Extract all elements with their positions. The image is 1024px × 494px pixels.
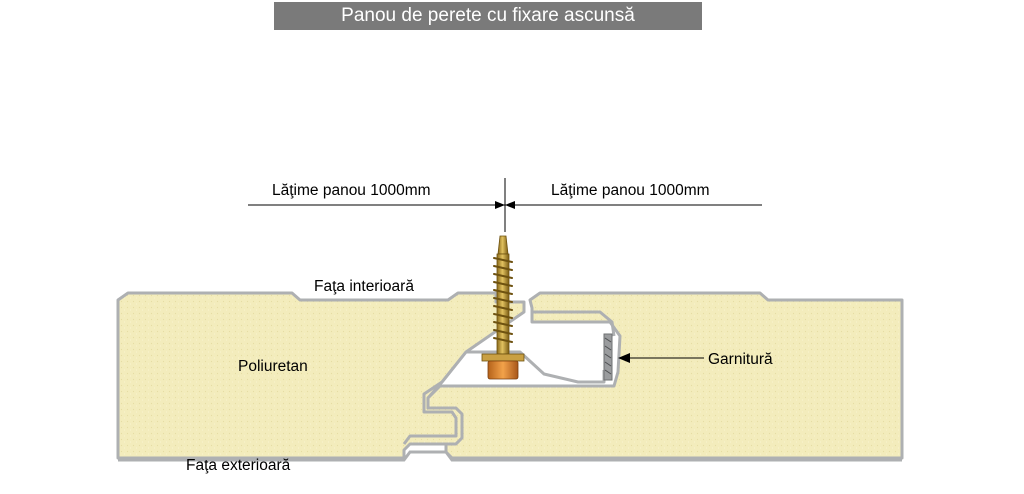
gasket-label: Garnitură [708, 351, 773, 368]
diagram-title: Panou de perete cu fixare ascunsă [274, 2, 702, 30]
screw-washer [481, 353, 525, 362]
gasket-leader-arrow [618, 353, 630, 363]
screw-drill-tip [497, 235, 509, 255]
outer-face-sheet [118, 450, 902, 462]
dimension-label-right: Lăţime panou 1000mm [551, 182, 710, 199]
screw-thread [493, 257, 513, 343]
dimension-arrow-right [505, 201, 515, 209]
core-label: Poliuretan [238, 358, 308, 375]
tongue-profile [532, 310, 616, 337]
dimension-label-left: Lăţime panou 1000mm [272, 182, 431, 199]
screw-head [487, 360, 519, 380]
gasket-texture [604, 337, 612, 375]
dimension-arrow-left [495, 201, 505, 209]
right-panel-core [426, 291, 904, 460]
inner-face-label: Faţa interioară [314, 278, 414, 295]
gasket-strip [603, 333, 613, 381]
fixing-screw [481, 235, 525, 380]
outer-face-label: Faţa exterioară [186, 457, 291, 474]
